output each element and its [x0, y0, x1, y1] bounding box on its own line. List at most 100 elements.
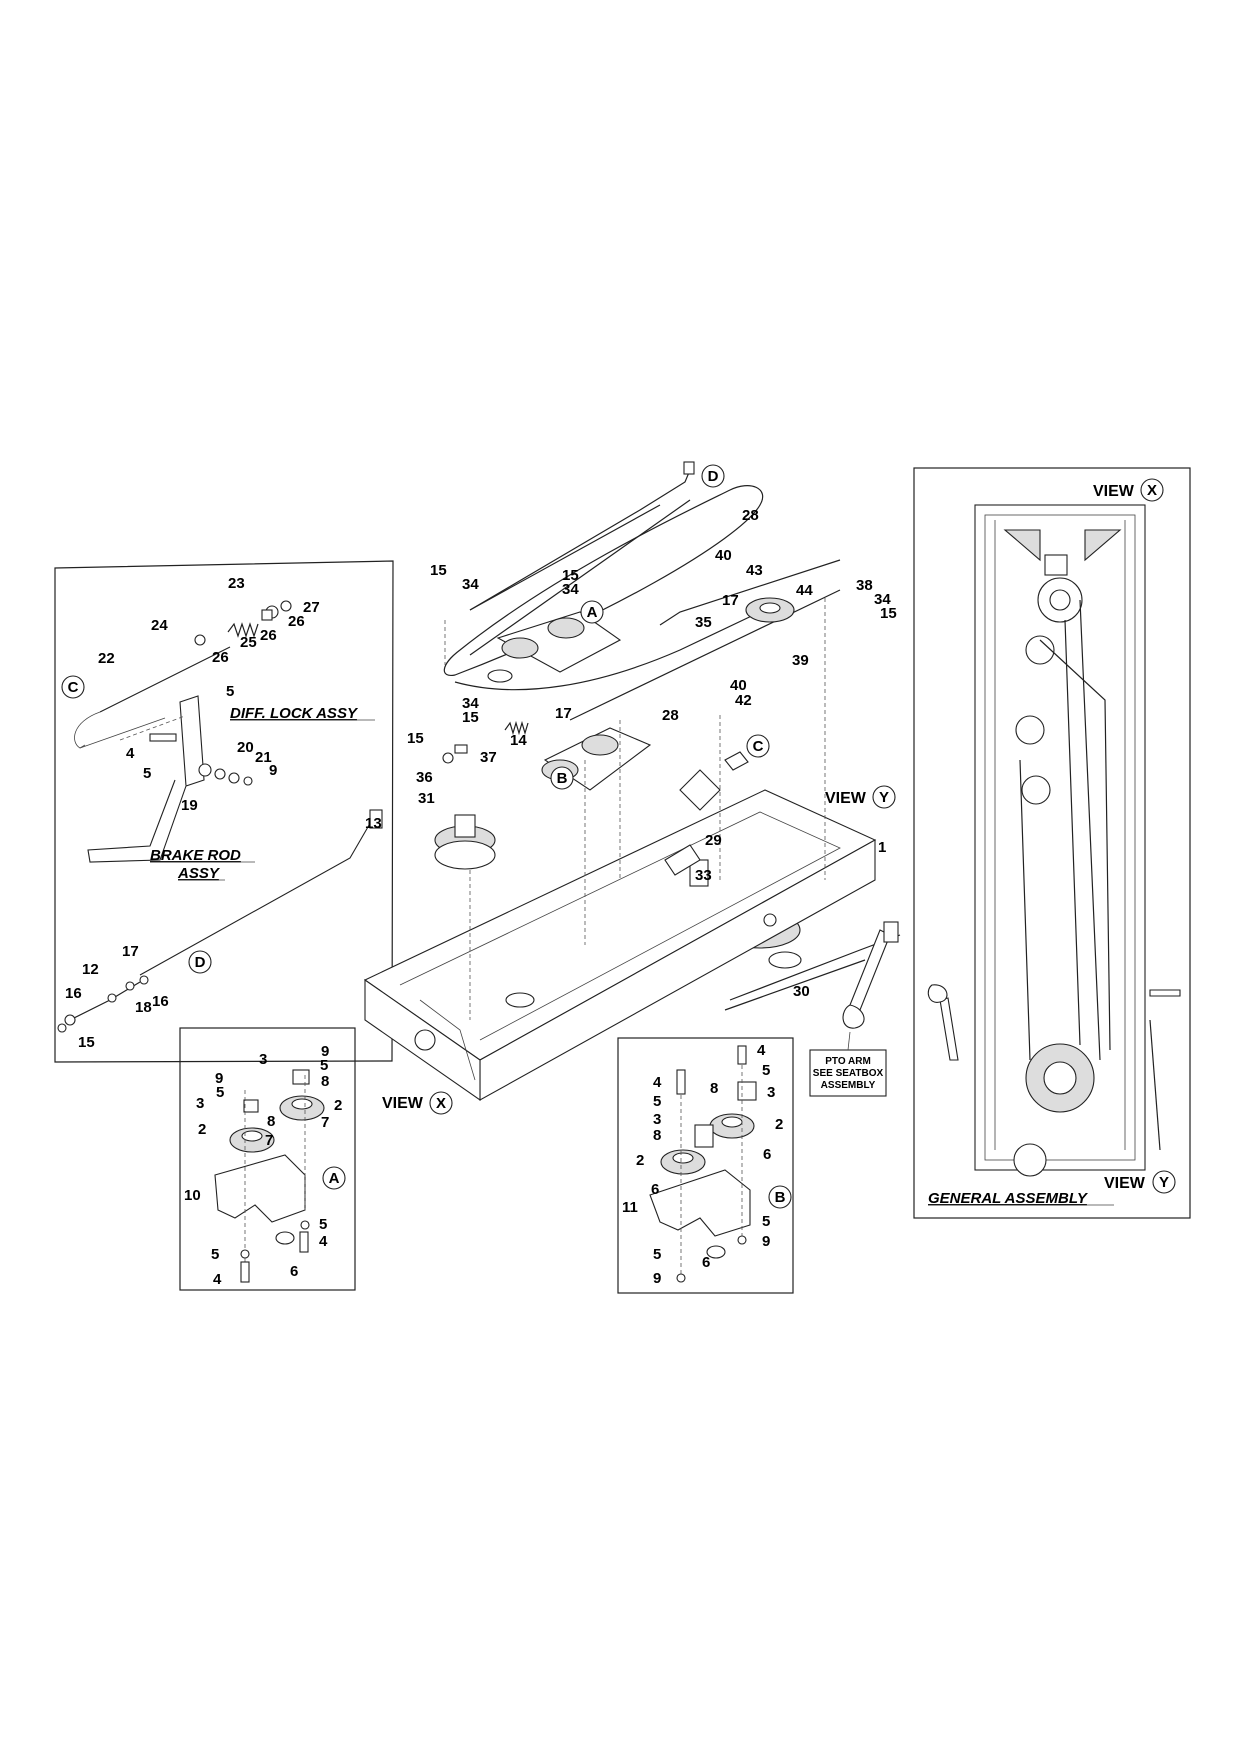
- callout: 24: [151, 617, 168, 634]
- callout: 25: [240, 634, 257, 651]
- view-x-general: VIEW X: [1093, 478, 1164, 502]
- marker-a-inset: A: [322, 1166, 346, 1190]
- callout: 39: [792, 652, 809, 669]
- callout: 43: [746, 562, 763, 579]
- callout: 9: [269, 762, 277, 779]
- callout: 8: [710, 1080, 718, 1097]
- svg-text:A: A: [587, 604, 598, 621]
- callout: 17: [122, 943, 139, 960]
- callout: 9: [321, 1043, 329, 1060]
- svg-text:D: D: [708, 468, 719, 485]
- callout: 33: [695, 867, 712, 884]
- callout: 34: [874, 591, 891, 608]
- callout: 35: [695, 614, 712, 631]
- callout: 15: [462, 709, 479, 726]
- callout: 7: [265, 1132, 273, 1149]
- callout: 5: [319, 1216, 327, 1233]
- inset-b-callouts: 4 5 4 5 8 3 2 3 8 6 2 11 6 5 9 5 9 6: [622, 1042, 783, 1287]
- diff-lock-title: DIFF. LOCK ASSY: [230, 705, 359, 722]
- callout: 26: [212, 649, 229, 666]
- view-y-main: VIEW Y: [825, 785, 896, 809]
- callout: 6: [702, 1254, 710, 1271]
- callout: 4: [319, 1233, 328, 1250]
- callout: 5: [762, 1062, 770, 1079]
- callout: 44: [796, 582, 813, 599]
- svg-text:ASSEMBLY: ASSEMBLY: [821, 1080, 876, 1091]
- svg-text:X: X: [436, 1095, 446, 1112]
- inset-a: A 9 3 5 9 5 8 3 2 7 2 8 7 10 5 4 5 4 6: [179, 1027, 356, 1291]
- diff-callouts: 23 27 26 24 25 26 26 22 5 4 5 20 21 9 19…: [65, 575, 382, 1051]
- svg-text:A: A: [329, 1170, 340, 1187]
- callout: 15: [407, 730, 424, 747]
- callout: 15: [880, 605, 897, 622]
- callout: 14: [510, 732, 527, 749]
- callout: 29: [705, 832, 722, 849]
- callout: 3: [653, 1111, 661, 1128]
- callout: 2: [775, 1116, 783, 1133]
- svg-text:C: C: [753, 738, 764, 755]
- marker-d-brake: D: [188, 950, 212, 974]
- callout: 2: [636, 1152, 644, 1169]
- callout: 28: [662, 707, 679, 724]
- svg-text:Y: Y: [1159, 1174, 1169, 1191]
- callout: 13: [365, 815, 382, 832]
- callout: 5: [653, 1093, 661, 1110]
- general-assembly-title: GENERAL ASSEMBLY: [928, 1190, 1089, 1207]
- callout: 1: [878, 839, 886, 856]
- callout: 3: [196, 1095, 204, 1112]
- callout: 42: [735, 692, 752, 709]
- callout: 11: [622, 1199, 638, 1216]
- brake-rod-title-1: BRAKE ROD: [150, 847, 241, 864]
- callout: 5: [211, 1246, 219, 1263]
- callout: 17: [722, 592, 739, 609]
- callout: 5: [143, 765, 151, 782]
- callout: 27: [303, 599, 320, 616]
- callout: 16: [152, 993, 169, 1010]
- callout: 36: [416, 769, 433, 786]
- callout: 8: [321, 1073, 329, 1090]
- svg-text:VIEW: VIEW: [825, 790, 867, 807]
- callout: 12: [82, 961, 99, 978]
- marker-c-main: C: [746, 734, 770, 758]
- marker-a-main: A: [580, 600, 604, 624]
- callout: 8: [267, 1113, 275, 1130]
- callout: 7: [321, 1114, 329, 1131]
- callout: 3: [259, 1051, 267, 1068]
- svg-text:SEE SEATBOX: SEE SEATBOX: [813, 1068, 884, 1079]
- callout: 26: [260, 627, 277, 644]
- svg-text:B: B: [775, 1189, 786, 1206]
- marker-b-main: B: [550, 766, 574, 790]
- pto-arm-note: PTO ARM SEE SEATBOX ASSEMBLY: [809, 1031, 887, 1097]
- callout: 34: [462, 576, 479, 593]
- svg-text:D: D: [195, 954, 206, 971]
- svg-text:C: C: [68, 679, 79, 696]
- callout: 6: [763, 1146, 771, 1163]
- callout: 30: [793, 983, 810, 1000]
- callout: 20: [237, 739, 254, 756]
- callout: 4: [653, 1074, 662, 1091]
- callout: 3: [767, 1084, 775, 1101]
- callout: 34: [462, 695, 479, 712]
- svg-text:PTO ARM: PTO ARM: [825, 1056, 871, 1067]
- svg-text:VIEW: VIEW: [1104, 1175, 1146, 1192]
- callout: 18: [135, 999, 152, 1016]
- view-y-general: VIEW Y: [1104, 1170, 1176, 1194]
- callout: 4: [126, 745, 135, 762]
- callout: 23: [228, 575, 245, 592]
- callout: 4: [757, 1042, 766, 1059]
- callout: 9: [762, 1233, 770, 1250]
- callout: 5: [653, 1246, 661, 1263]
- callout: 31: [418, 790, 435, 807]
- callout: 37: [480, 749, 497, 766]
- callout: 5: [320, 1057, 328, 1074]
- callout: 22: [98, 650, 115, 667]
- view-x-main: VIEW X: [382, 1091, 453, 1115]
- inset-a-callouts: 9 3 5 9 5 8 3 2 7 2 8 7 10 5 4 5 4 6: [184, 1043, 342, 1288]
- callout: 9: [215, 1070, 223, 1087]
- callout: 38: [856, 577, 873, 594]
- callout: 10: [184, 1187, 201, 1204]
- svg-text:B: B: [557, 770, 568, 787]
- callout: 6: [290, 1263, 298, 1280]
- svg-text:VIEW: VIEW: [1093, 483, 1135, 500]
